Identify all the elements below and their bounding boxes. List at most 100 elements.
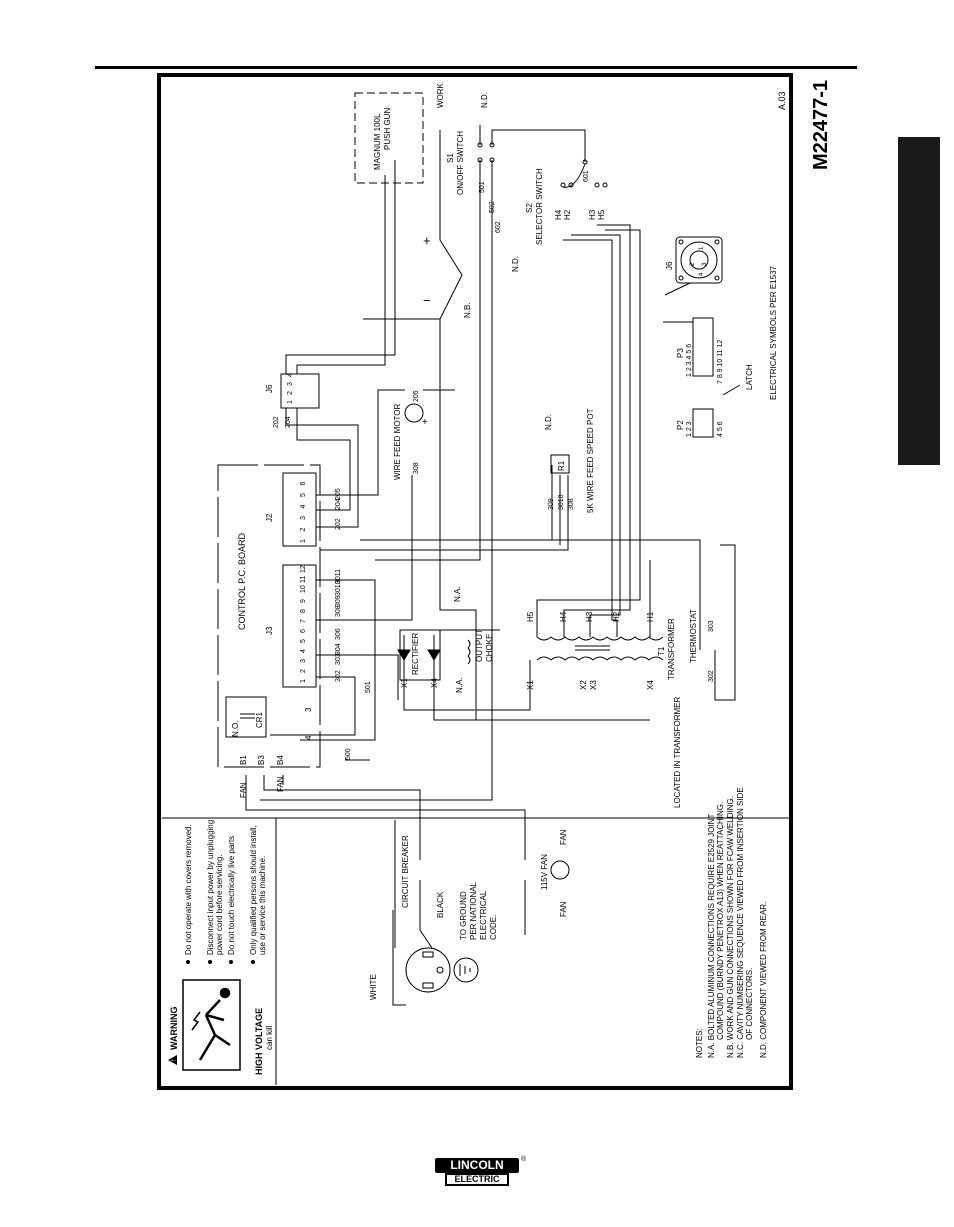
registered-mark: ® (521, 1156, 527, 1163)
j2-pin-2: 2 (300, 528, 307, 532)
r1-label: R1 (557, 460, 566, 471)
note-nc-2: OF CONNECTORS. (745, 968, 754, 1040)
wire-feed-motor: WIRE FEED MOTOR + 205 308 (393, 390, 428, 480)
ground-label-4: CODE. (489, 915, 498, 940)
thermostat-label: THERMOSTAT (689, 609, 698, 663)
h2-switch: H2 (563, 209, 572, 220)
symbols-label: ELECTRICAL SYMBOLS PER E1537 (769, 265, 778, 400)
ground-label-2: PER NATIONAL (469, 881, 478, 940)
wire-309: 309 (335, 595, 342, 607)
j3-pin-8: 8 (300, 609, 307, 613)
normally-open-label: N.O. (231, 721, 240, 737)
warning-bullet-4b: use or service this machine. (258, 856, 267, 955)
wire-202: 202 (335, 518, 342, 530)
j6-label: J6 (265, 384, 274, 393)
t1-label: T1 (657, 646, 666, 656)
x3-transformer: X3 (589, 680, 598, 690)
notes: NOTES: N.A. BOLTED ALUMINUM CONNECTIONS … (695, 787, 768, 1058)
nb-label: N.B. (463, 302, 472, 318)
wire-601: 601 (583, 170, 590, 182)
j6-round-connector (675, 236, 723, 284)
s1-nd-label: N.D. (480, 92, 489, 108)
j6-round-label: J6 (665, 261, 674, 270)
p2-connector (692, 408, 714, 438)
on-off-switch-contacts (477, 142, 495, 163)
gun-label-2: PUSH GUN (383, 108, 392, 150)
j6-round-pin-1: 1 (699, 246, 705, 250)
j6-pin-4: 4 (287, 373, 294, 377)
wire-302-thermo: 302 (708, 670, 715, 682)
transformer-t1 (536, 636, 664, 661)
note-nb: N.B. WORK AND GUN CONNECTIONS SHOWN FOR … (726, 796, 735, 1058)
j2-pin-4: 4 (300, 505, 307, 509)
j6-round-pin-4: 4 (699, 272, 705, 276)
note-na-1: N.A. BOLTED ALUMINUM CONNECTIONS REQUIRE… (707, 814, 716, 1058)
j3-pin-9: 9 (300, 599, 307, 603)
j3-pin-12: 12 (300, 565, 307, 573)
s2-switch-label: SELECTOR SWITCH (535, 168, 544, 245)
terminal-b1: B1 (239, 755, 248, 765)
ground-icon (453, 957, 479, 983)
warning-panel: ! WARNING HIGH VOLTAGE can kill Do not o… (162, 817, 789, 1085)
wire-306: 306 (335, 628, 342, 640)
s2-nd-label: N.D. (511, 256, 520, 272)
pot-label: 5K WIRE FEED SPEED POT (586, 408, 595, 513)
j6-pin-1: 1 (287, 400, 294, 404)
hazard-pictogram (182, 979, 241, 1071)
wire-308: 308 (335, 605, 342, 617)
wiring-paths (245, 125, 741, 1006)
p2-pins-row2: 4 5 6 (717, 421, 724, 437)
wire-302: 302 (335, 670, 342, 682)
s1-switch-label: ON/OFF SWITCH (456, 131, 465, 195)
p2-label: P2 (676, 420, 685, 430)
j3-pin-1: 1 (300, 679, 307, 683)
notes-title: NOTES: (695, 1028, 704, 1058)
h5-switch: H5 (597, 209, 606, 220)
j3-pin-10: 10 (300, 585, 307, 593)
latch-label: LATCH (745, 364, 754, 390)
wire-feed-motor-label: WIRE FEED MOTOR (393, 403, 402, 480)
breaker-label: CIRCUIT BREAKER (401, 835, 410, 908)
motor-plus: + (422, 417, 428, 428)
control-board (217, 464, 321, 768)
wire-308-pot: 308 (568, 498, 575, 510)
revision: A.03 (777, 91, 787, 110)
wire-204: 204 (335, 498, 342, 510)
warning-bullet-2b: power cord before servicing. (215, 855, 224, 956)
logo-brand-bottom: ELECTRIC (445, 1173, 509, 1186)
terminal-b3: B3 (257, 755, 266, 765)
pot-nd-label: N.D. (544, 414, 553, 430)
output-choke (467, 639, 471, 665)
note-na-2: COMPOUND (BURNDY PENETROX A13) WHEN REAT… (716, 802, 725, 1040)
cr1-pin-4: 4 (304, 735, 313, 740)
j3-pin-4: 4 (300, 649, 307, 653)
j6-round-pin-2: 2 (690, 262, 696, 266)
located-in-transformer: LOCATED IN TRANSFORMER (673, 697, 682, 808)
wire-3011: 3011 (335, 569, 342, 584)
warning-bullet-3: Do not touch electrically live parts (227, 836, 236, 955)
terminal-b4: B4 (276, 755, 285, 765)
cr1-pin-3: 3 (304, 707, 313, 712)
cr1-relay-contacts (240, 713, 255, 719)
work-label: WORK (436, 82, 445, 108)
p3-label: P3 (676, 348, 685, 358)
cr1-label: CR1 (255, 711, 264, 728)
ground-label-1: TO GROUND (459, 891, 468, 940)
high-voltage-label: HIGH VOLTAGE (254, 1008, 264, 1075)
push-gun (354, 92, 424, 184)
warning-bullet-4: Only qualified persons should install, (249, 825, 258, 955)
j2-pin-5: 5 (300, 493, 307, 497)
note-nd: N.D. COMPONENT VIEWED FROM REAR. (759, 902, 768, 1058)
j3-pin-6: 6 (300, 629, 307, 633)
wire-602: 602 (495, 221, 502, 233)
section-tab (898, 137, 940, 465)
wire-500: 500 (345, 748, 352, 760)
x4-transformer: X4 (646, 680, 655, 690)
top-rule (95, 66, 857, 69)
note-nc-1: N.C. CAVITY NUMBERING SEQUENCE VIEWED FR… (736, 787, 745, 1058)
wire-3010: 3010 (335, 580, 342, 596)
warning-bullet-2: Disconnect input power by unplugging (206, 820, 215, 955)
